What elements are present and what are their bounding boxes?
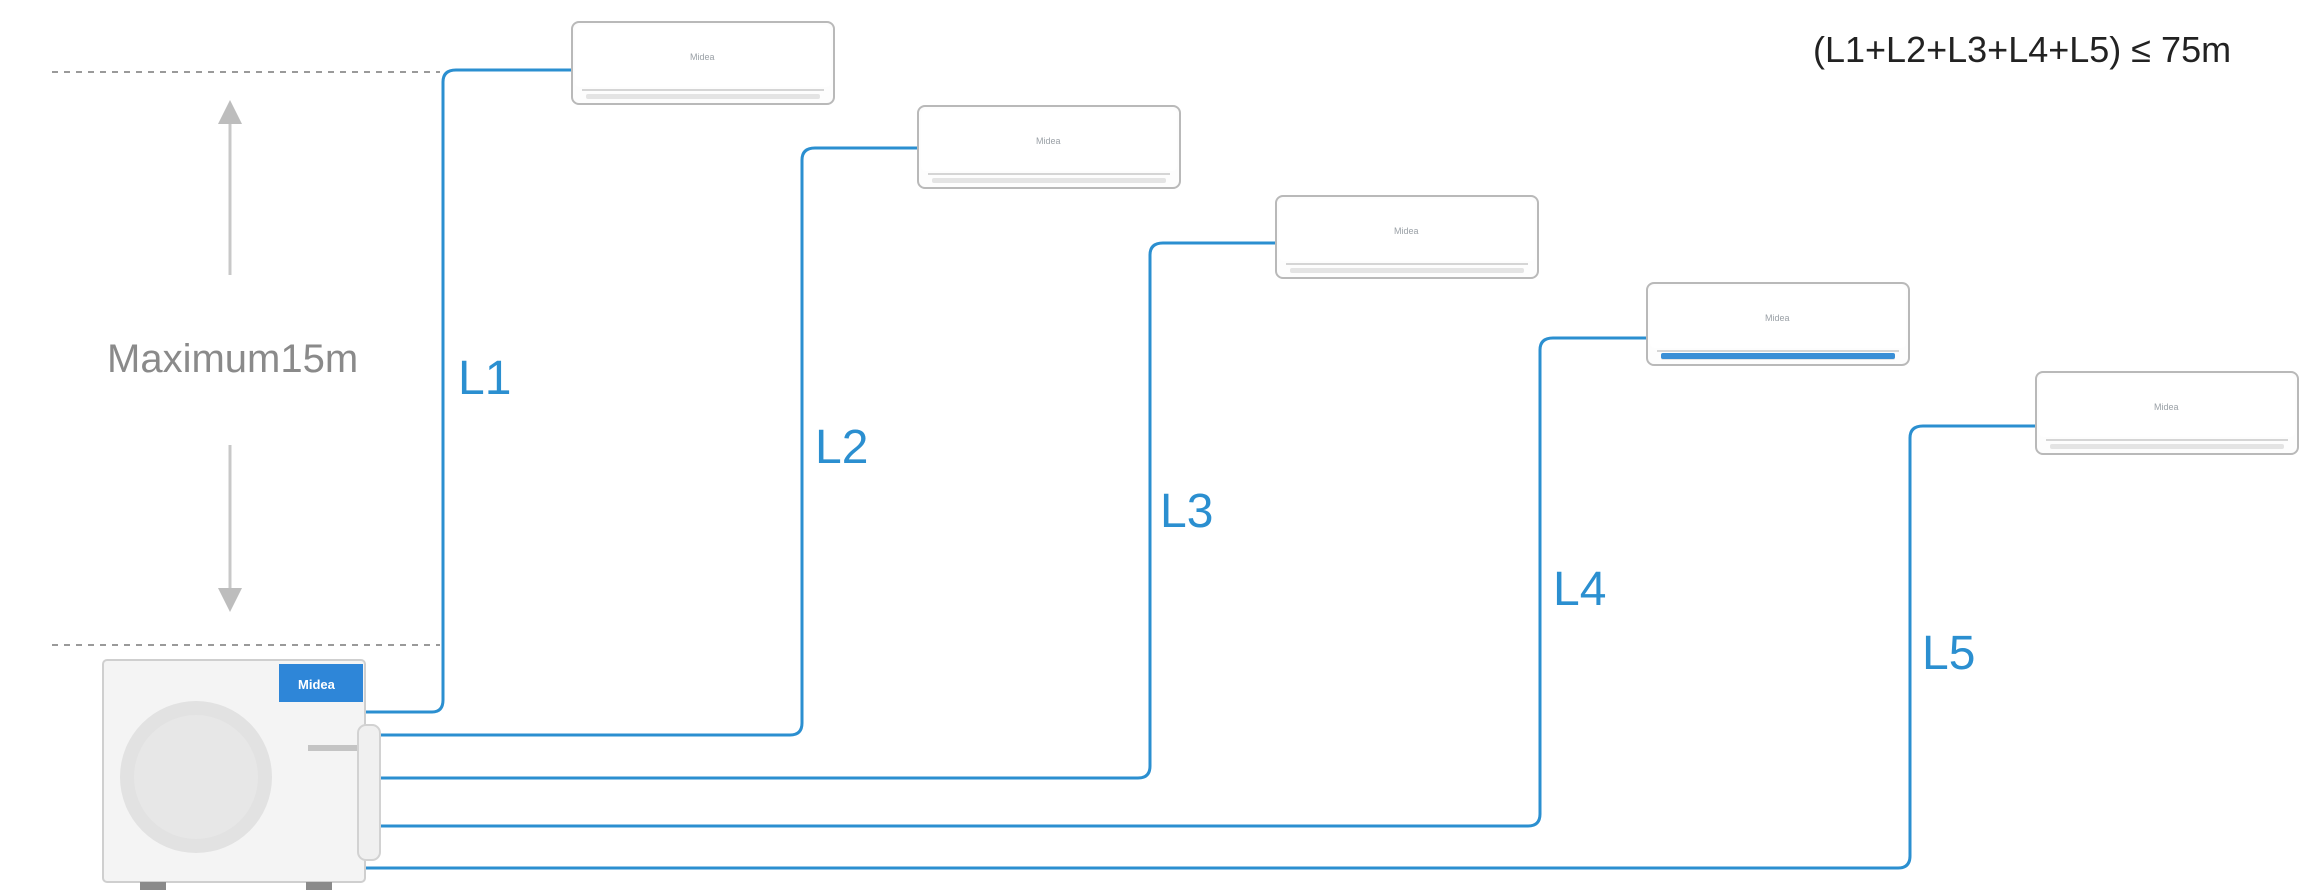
pipe-l4	[365, 336, 1647, 828]
pipe-l3	[365, 241, 1276, 780]
indoor-4-light-strip	[1661, 353, 1895, 359]
outdoor-foot-right	[306, 882, 332, 890]
pipe-label-l1: L1	[458, 352, 511, 405]
pipe-l5	[365, 424, 2036, 870]
pipe-label-l5: L5	[1922, 627, 1975, 680]
refrigerant-pipes	[365, 68, 2036, 870]
outdoor-brand-badge	[279, 664, 363, 702]
pipe-label-l4: L4	[1553, 563, 1606, 616]
outdoor-handle	[308, 745, 358, 751]
indoor-unit-2: Midea	[917, 105, 1181, 189]
outdoor-foot-left	[140, 882, 166, 890]
outdoor-brand: Midea	[298, 677, 336, 692]
indoor-unit-5: Midea	[2035, 371, 2299, 455]
indoor-brand-1: Midea	[690, 52, 715, 62]
indoor-brand-2: Midea	[1036, 136, 1061, 146]
total-length-formula: (L1+L2+L3+L4+L5) ≤ 75m	[1813, 29, 2231, 70]
indoor-brand-4: Midea	[1765, 313, 1790, 323]
outdoor-unit: Midea	[102, 659, 381, 890]
indoor-unit-1: Midea	[571, 21, 835, 105]
pipe-l2	[365, 146, 918, 737]
pipe-label-l3: L3	[1160, 485, 1213, 538]
arrow-up-icon	[218, 100, 242, 124]
indoor-unit-3: Midea	[1275, 195, 1539, 279]
indoor-unit-4: Midea	[1646, 282, 1910, 366]
arrow-down-icon	[218, 588, 242, 612]
max-height-label: Maximum15m	[107, 337, 358, 381]
pipe-label-l2: L2	[815, 421, 868, 474]
outdoor-valve-cover	[357, 724, 381, 861]
height-limit-indicator: Maximum15m	[52, 71, 440, 646]
indoor-brand-3: Midea	[1394, 226, 1419, 236]
pipe-l1	[365, 68, 572, 714]
indoor-brand-5: Midea	[2154, 402, 2179, 412]
